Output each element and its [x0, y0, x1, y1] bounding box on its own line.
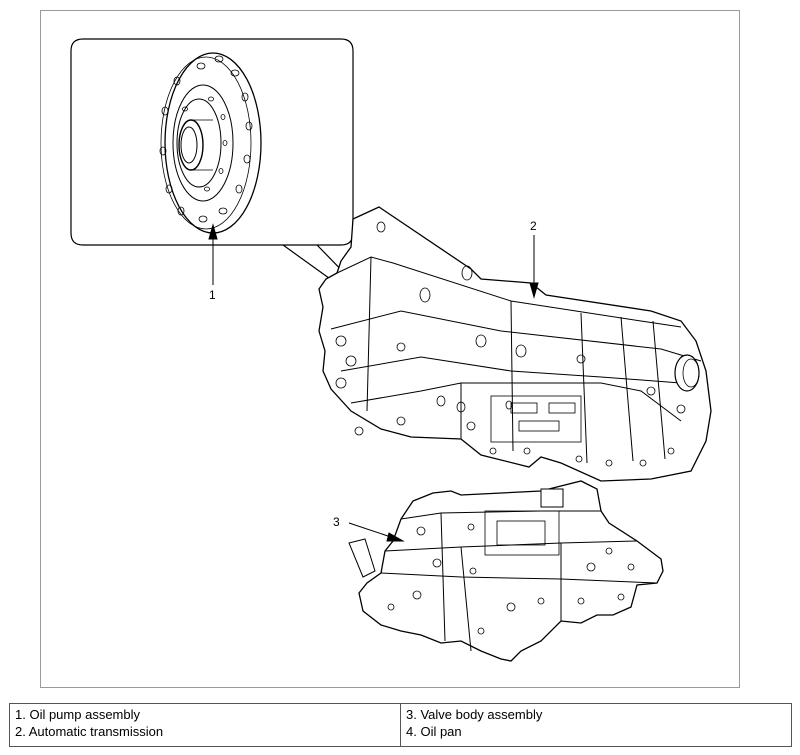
legend-right-column: 3. Valve body assembly 4. Oil pan [400, 703, 792, 747]
legend-item-3: 3. Valve body assembly [406, 707, 543, 722]
callout-label-3: 3 [333, 515, 340, 529]
valve-body-drawing [348, 480, 664, 662]
exploded-view-figure: 1 2 3 [40, 10, 740, 688]
oil-pump-drawing [159, 52, 262, 234]
legend-item-4: 4. Oil pan [406, 724, 462, 739]
callout-label-2: 2 [530, 219, 537, 233]
legend-left-column: 1. Oil pump assembly 2. Automatic transm… [9, 703, 401, 747]
legend-item-1: 1. Oil pump assembly [15, 707, 140, 722]
legend-item-2: 2. Automatic transmission [15, 724, 164, 739]
callout-leaders [208, 223, 539, 542]
transmission-illustration [70, 38, 712, 662]
automatic-transmission-drawing [318, 206, 712, 482]
parts-legend-table: 1. Oil pump assembly 2. Automatic transm… [9, 703, 792, 747]
callout-label-1: 1 [209, 288, 216, 302]
legend-row: 1. Oil pump assembly 2. Automatic transm… [9, 703, 792, 747]
